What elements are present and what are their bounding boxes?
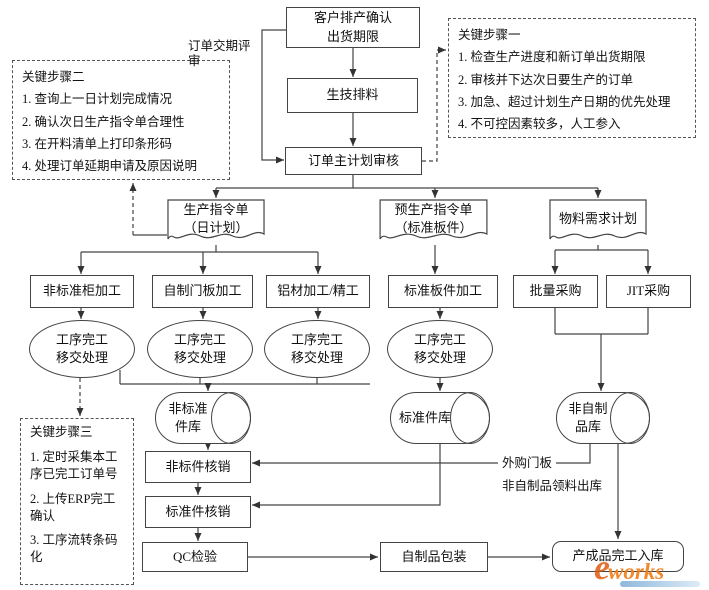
key-steps-2-item: 3. 在开料清单上打印条形码 [22, 136, 173, 151]
store-nonself-made: 非自制 品库 [556, 391, 651, 445]
label-order-delivery-review: 订单交期评审 [188, 39, 251, 68]
key-steps-2-box: 关键步骤二 1. 查询上一日计划完成情况 2. 确认次日生产指令单合理性 3. … [12, 60, 230, 180]
node-std-panel-processing: 标准板件加工 [388, 275, 498, 308]
doc-production-order: 生产指令单 （日计划） [167, 199, 265, 245]
node-process-complete-4: 工序完工 移交处理 [387, 320, 493, 378]
key-steps-1-title: 关键步骤一 [458, 28, 521, 42]
node-process-complete-2: 工序完工 移交处理 [147, 320, 253, 378]
node-master-plan-review: 订单主计划审核 [285, 147, 422, 175]
node-jit-purchase: JIT采购 [606, 275, 691, 308]
node-tech-nesting: 生技排料 [287, 78, 418, 113]
document-shape [549, 199, 647, 245]
key-steps-3-item: 3. 工序流转条码化 [30, 533, 118, 565]
eworks-watermark: eworks [594, 546, 700, 587]
key-steps-2-item: 4. 处理订单延期申请及原因说明 [22, 159, 198, 173]
node-batch-purchase: 批量采购 [513, 275, 598, 308]
cylinder-cap [450, 391, 491, 445]
key-steps-1-item: 3. 加急、超过计划生产日期的优先处理 [458, 94, 671, 109]
key-steps-2-item: 1. 查询上一日计划完成情况 [22, 92, 173, 107]
eworks-e-logo: e [594, 547, 610, 587]
key-steps-3-box: 关键步骤三 1. 定时采集本工序已完工订单号 2. 上传ERP完工确认 3. 工… [20, 418, 134, 585]
cylinder-cap [211, 391, 252, 445]
store-std-parts: 标准件库 [390, 391, 491, 445]
store-nonstd-parts: 非标准 件库 [155, 391, 252, 445]
node-nonstd-writeoff: 非标件核销 [145, 451, 251, 483]
node-finished-goods-instock: 产成品完工入库 [552, 541, 684, 572]
node-std-writeoff: 标准件核销 [145, 496, 251, 528]
label-purchased-door-panel: 外购门板 [498, 456, 557, 471]
doc-material-requirement-plan: 物料需求计划 [549, 199, 647, 245]
key-steps-3-item: 2. 上传ERP完工确认 [30, 491, 116, 523]
node-process-complete-3: 工序完工 移交处理 [264, 320, 370, 378]
node-qc-inspection: QC检验 [142, 542, 248, 572]
key-steps-3-title: 关键步骤三 [30, 425, 93, 439]
document-shape [167, 199, 265, 245]
key-steps-1-item: 2. 审核并下达次日要生产的订单 [458, 72, 634, 87]
label-nonself-outbound: 非自制品领料出库 [502, 479, 603, 493]
key-steps-3-item: 1. 定时采集本工序已完工订单号 [30, 449, 118, 481]
key-steps-1-item: 1. 检查生产进度和新订单出货期限 [458, 50, 646, 65]
node-selfmade-packing: 自制品包装 [380, 542, 488, 572]
cylinder-cap [610, 391, 651, 445]
key-steps-1-item: 4. 不可控因素较多，人工参入 [458, 117, 621, 131]
node-aluminum-processing: 铝材加工/精工 [266, 275, 370, 308]
node-process-complete-1: 工序完工 移交处理 [29, 320, 135, 378]
key-steps-1-box: 关键步骤一 1. 检查生产进度和新订单出货期限 2. 审核并下达次日要生产的订单… [448, 18, 696, 138]
key-steps-2-item: 2. 确认次日生产指令单合理性 [22, 114, 185, 129]
node-nonstd-cabinet-processing: 非标准柜加工 [30, 275, 134, 308]
doc-preproduction-order: 预生产指令单 （标准板件） [379, 199, 488, 245]
eworks-wordmark: works [607, 559, 665, 584]
node-door-panel-processing: 自制门板加工 [152, 275, 253, 308]
document-shape [379, 199, 488, 245]
key-steps-2-title: 关键步骤二 [22, 70, 85, 84]
node-customer-schedule-confirm: 客户排产确认 出货期限 [286, 7, 420, 48]
